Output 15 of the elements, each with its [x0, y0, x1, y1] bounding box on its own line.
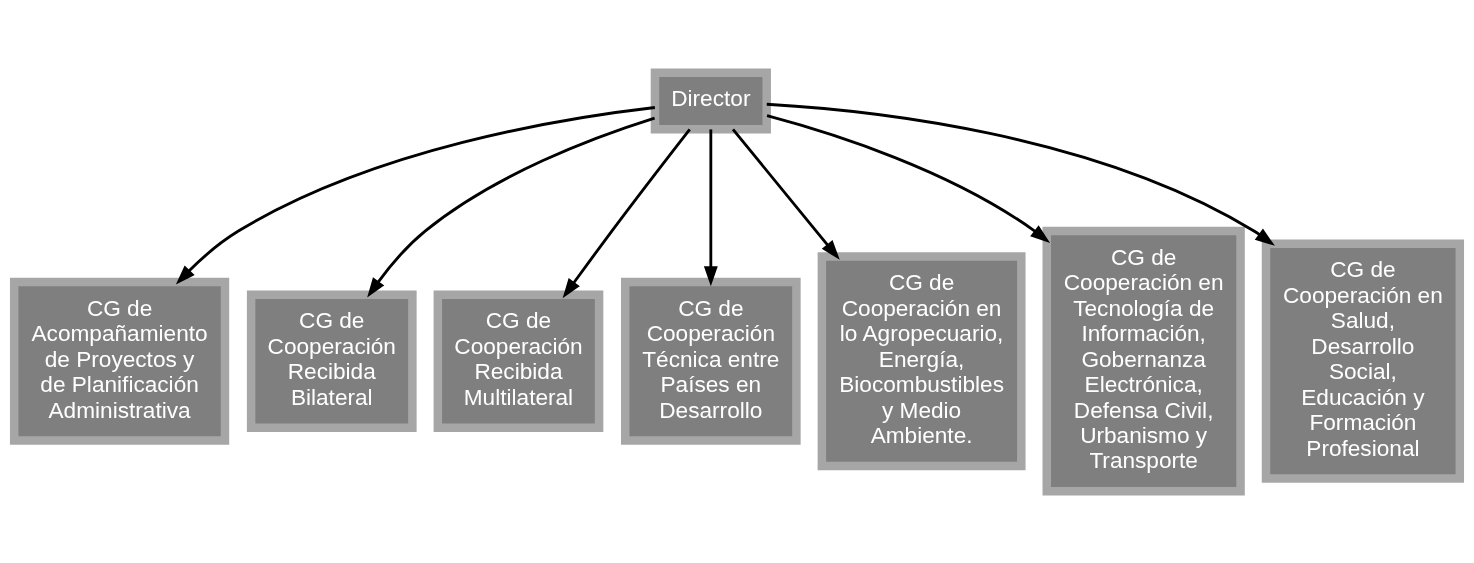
node-box: Director [650, 67, 771, 133]
node-box: CG de Cooperación en lo Agropecuario, Energía, Biocombustibles y Medio Ambiente. [817, 251, 1026, 470]
node-box: CG de Cooperación Recibida Bilateral [246, 290, 417, 432]
arrow [731, 128, 840, 260]
node-box: CG de Acompañamiento de Proyectos y de Planificación Administrativa [9, 277, 230, 445]
arrow [562, 127, 691, 298]
node-box: CG de Cooperación en Tecnología de Información, Gobernanza Electrónica, Defensa Civil, Urbanismo y Transporte [1042, 226, 1245, 496]
arrow [766, 113, 1051, 243]
node-box: CG de Cooperación Técnica entre Países en Desarrollo [621, 277, 801, 445]
arrow [175, 105, 656, 285]
arrow [766, 102, 1275, 246]
node-box: CG de Cooperación en Salud, Desarrollo Social, Educación y Formación Profesional [1261, 239, 1465, 483]
node-box: CG de Cooperación Recibida Multilateral [433, 290, 604, 432]
arrow [367, 116, 655, 298]
arrow [703, 128, 718, 286]
